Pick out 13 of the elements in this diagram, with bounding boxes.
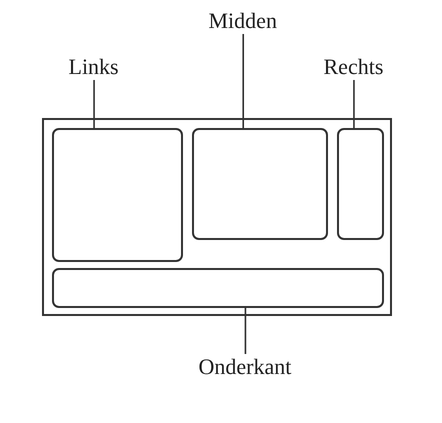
part-label: Onderkant — [198, 354, 292, 380]
leader-line — [242, 34, 244, 128]
part-label: Links — [68, 54, 119, 80]
rounded-panel — [52, 128, 182, 262]
leader-line — [92, 80, 94, 128]
leader-line — [352, 80, 354, 128]
part-label: Rechts — [324, 54, 384, 80]
leader-line — [244, 308, 246, 354]
outer-frame — [42, 118, 392, 316]
rounded-panel — [336, 128, 384, 240]
rounded-panel — [52, 268, 384, 308]
rounded-panel — [192, 128, 328, 240]
part-label: Midden — [208, 8, 277, 34]
